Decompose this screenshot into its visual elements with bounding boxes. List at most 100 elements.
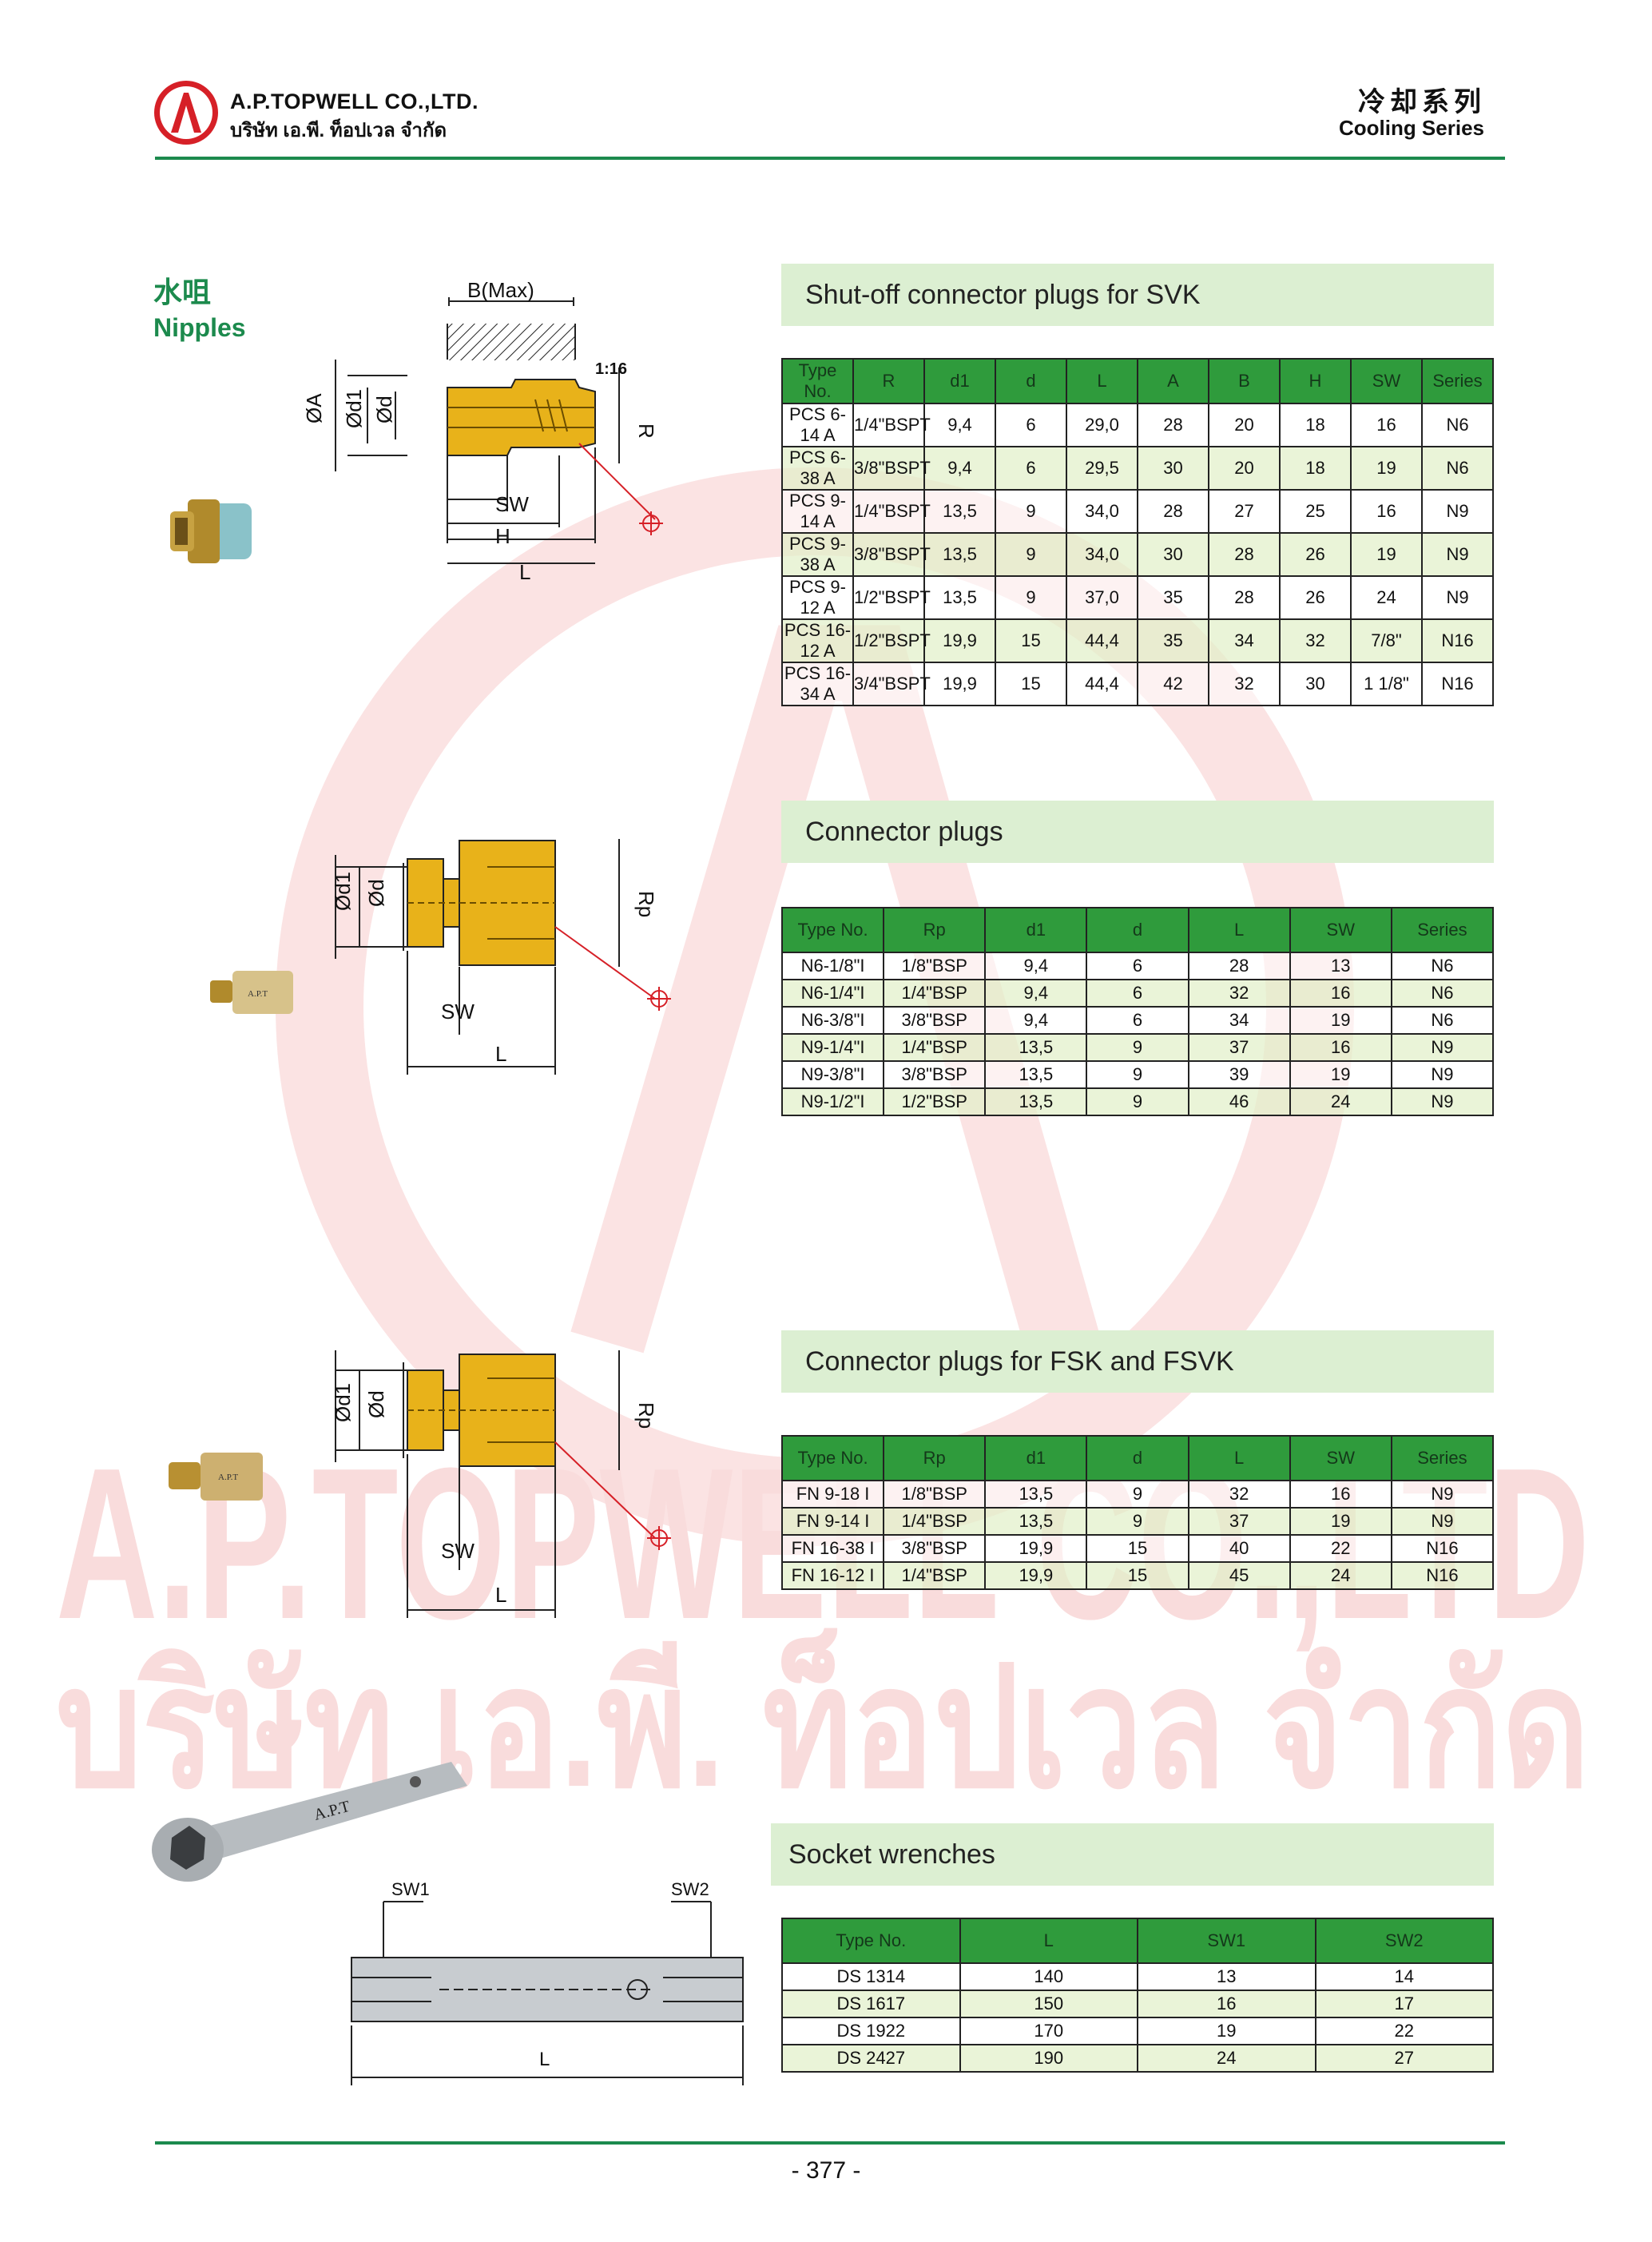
table-cell: 19 — [1350, 446, 1423, 491]
table-cell: 32 — [1208, 662, 1281, 706]
company-name-en: A.P.TOPWELL CO.,LTD. — [230, 89, 479, 113]
table-cell: 28 — [1137, 403, 1209, 447]
table-cell: 1/4"BSPT — [852, 403, 931, 447]
label-bmax: B(Max) — [467, 280, 534, 302]
table-cell: 16 — [1289, 979, 1392, 1008]
table-cell: 6 — [995, 403, 1067, 447]
column-header: Series — [1421, 358, 1494, 404]
table-cell: 42 — [1137, 662, 1209, 706]
table-cell: 9 — [995, 575, 1067, 620]
table-cell: N6-3/8"I — [780, 1006, 885, 1035]
table-cell: 19,9 — [923, 618, 996, 663]
column-header: H — [1279, 358, 1352, 404]
table-cell: DS 1617 — [781, 1990, 961, 2018]
table-cell: 3/8"BSPT — [852, 532, 931, 577]
table-cell: N16 — [1390, 1561, 1495, 1590]
table-cell: 24 — [1350, 575, 1423, 620]
table-cell: FN 9-14 I — [780, 1507, 885, 1536]
table-cell: 9 — [995, 532, 1067, 577]
label3-sw: SW — [441, 1539, 475, 1563]
table-cell: DS 2427 — [781, 2044, 961, 2073]
table-cell: 3/4"BSPT — [852, 662, 931, 706]
svk-plug-photo — [170, 499, 252, 563]
table-cell: N9 — [1421, 532, 1494, 577]
table-cell: 13,5 — [923, 489, 996, 534]
table-cell: FN 16-38 I — [780, 1534, 885, 1563]
table-cell: 1/2"BSPT — [852, 618, 931, 663]
table-cell: N9 — [1421, 489, 1494, 534]
column-header: d1 — [984, 1435, 1088, 1481]
table-cell: 32 — [1279, 618, 1352, 663]
table-cell: 19 — [1137, 2017, 1316, 2045]
table-cell: 30 — [1137, 532, 1209, 577]
table-cell: 16 — [1289, 1033, 1392, 1062]
photo3-brand: A.P.T — [218, 1473, 238, 1482]
table-cell: 37,0 — [1066, 575, 1138, 620]
label2-l: L — [495, 1042, 506, 1066]
label4-l: L — [539, 2049, 550, 2070]
table-cell: PCS 9-12 A — [781, 575, 854, 620]
table-cell: N6 — [1421, 403, 1494, 447]
fsk-plug-photo: A.P.T — [169, 1453, 263, 1501]
label3-l: L — [495, 1583, 506, 1607]
section-title-wrenches: Socket wrenches — [771, 1823, 1494, 1886]
table-cell: 9,4 — [984, 952, 1088, 980]
table-cell: 17 — [1314, 1990, 1494, 2018]
company-name-th: บริษัท เอ.พี. ท็อปเวล จำกัด — [230, 120, 447, 141]
table-cell: 6 — [1086, 979, 1189, 1008]
label-oa: ØA — [304, 393, 326, 423]
table-cell: PCS 6-38 A — [781, 446, 854, 491]
column-header: Type No. — [780, 1435, 885, 1481]
table-cell: 28 — [1208, 575, 1281, 620]
column-header: SW — [1350, 358, 1423, 404]
table-cell: 25 — [1279, 489, 1352, 534]
table-cell: N9-3/8"I — [780, 1060, 885, 1089]
table-cell: 9,4 — [923, 446, 996, 491]
table-cell: 13,5 — [984, 1033, 1088, 1062]
label-od1: Ød1 — [342, 389, 366, 428]
column-header: Rp — [883, 1435, 987, 1481]
table-cell: 7/8" — [1350, 618, 1423, 663]
table-cell: 9,4 — [923, 403, 996, 447]
table-cell: N9-1/4"I — [780, 1033, 885, 1062]
table-cell: N16 — [1421, 618, 1494, 663]
table-cell: DS 1922 — [781, 2017, 961, 2045]
table-cell: 15 — [1086, 1561, 1189, 1590]
table-cell: N9 — [1390, 1033, 1495, 1062]
table-cell: 29,5 — [1066, 446, 1138, 491]
series-title-cn: 冷却系列 — [1358, 87, 1486, 117]
label3-rp: Rp — [634, 1402, 658, 1429]
table-cell: 20 — [1208, 446, 1281, 491]
table-cell: 19 — [1289, 1507, 1392, 1536]
column-header: Series — [1390, 1435, 1495, 1481]
table-cell: 34 — [1208, 618, 1281, 663]
label2-rp: Rp — [634, 891, 658, 917]
label2-od: Ød — [364, 879, 388, 907]
table-cell: 27 — [1208, 489, 1281, 534]
table-cell: 140 — [959, 1962, 1138, 1991]
table-cell: 13,5 — [923, 532, 996, 577]
column-header: Series — [1390, 907, 1495, 953]
label-sw: SW — [495, 492, 529, 516]
column-header: d — [1086, 907, 1189, 953]
table-cell: 9,4 — [984, 1006, 1088, 1035]
table-cell: 34 — [1187, 1006, 1291, 1035]
table-cell: N6 — [1390, 1006, 1495, 1035]
socket-wrench-drawing: SW1 SW2 L — [351, 1879, 744, 2085]
table-cell: 45 — [1187, 1561, 1291, 1590]
label-od: Ød — [372, 396, 396, 423]
